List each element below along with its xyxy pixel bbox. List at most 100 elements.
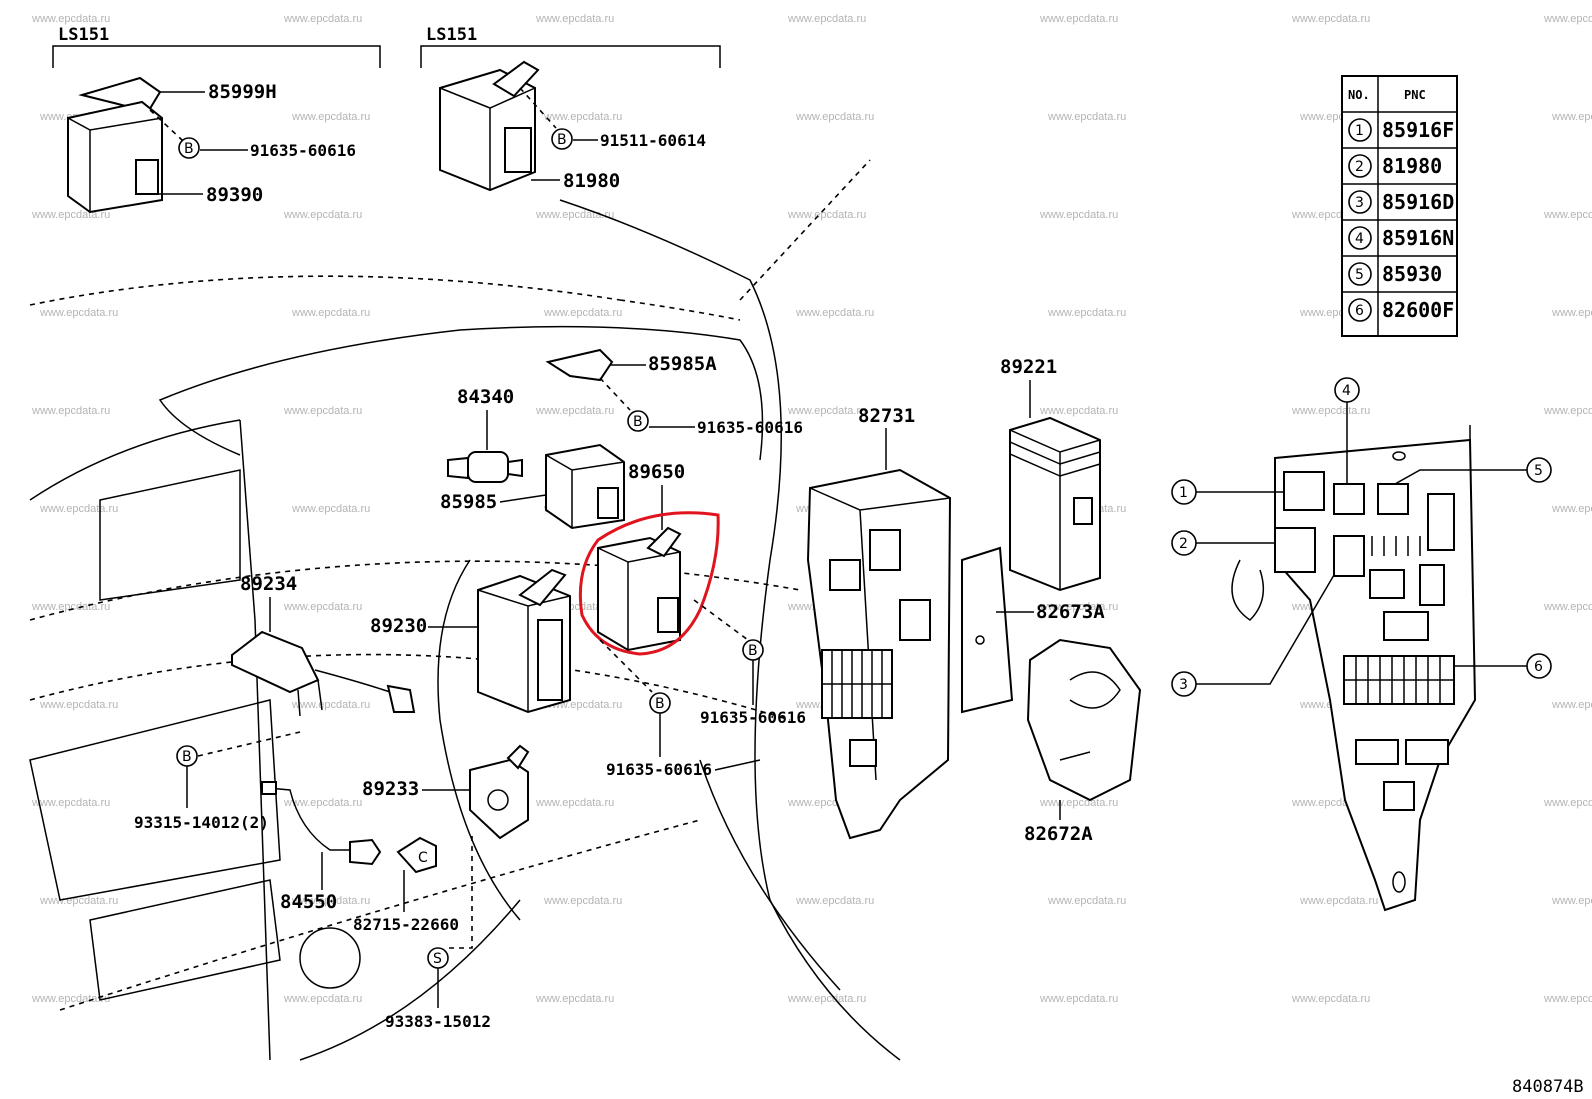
- watermark-text: www.epcdata.ru: [787, 405, 866, 417]
- watermark-text: www.epcdata.ru: [1047, 111, 1126, 123]
- table-header-no: NO.: [1348, 88, 1370, 102]
- watermark-text: www.epcdata.ru: [795, 307, 874, 319]
- watermark-text: www.epcdata.ru: [787, 209, 866, 221]
- svg-text:B: B: [557, 132, 567, 148]
- watermark-text: www.epcdata.ru: [535, 405, 614, 417]
- callout-3-label: 3: [1179, 677, 1188, 693]
- label-89221: 89221: [1000, 356, 1057, 378]
- junction-detail: [1196, 402, 1527, 912]
- callout-6-label: 6: [1534, 659, 1543, 675]
- label-91635-60616-c: 91635-60616: [700, 708, 806, 727]
- label-93315-14012: 93315-14012(2): [134, 813, 269, 832]
- watermark-text: www.epcdata.ru: [1551, 699, 1592, 711]
- table-no-circle: [1348, 190, 1372, 214]
- callout-5-icon: [1526, 457, 1552, 483]
- junction-parts: 82731 89221 82673A 82672A: [806, 356, 1142, 845]
- watermark-text: www.epcdata.ru: [1551, 503, 1592, 515]
- watermark-text: www.epcdata.ru: [31, 797, 110, 809]
- label-89230: 89230: [370, 615, 427, 637]
- watermark-text: www.epcdata.ru: [291, 699, 370, 711]
- watermark-text: www.epcdata.ru: [1039, 797, 1118, 809]
- watermark-text: www.epcdata.ru: [1543, 209, 1592, 221]
- watermark-text: www.epcdata.ru: [1551, 895, 1592, 907]
- watermark-text: www.epcdata.ru: [1039, 405, 1118, 417]
- watermark-text: www.epcdata.ru: [283, 405, 362, 417]
- label-84550: 84550: [280, 891, 337, 913]
- watermark-text: www.epcdata.ru: [1039, 601, 1118, 613]
- watermark-text: www.epcdata.ru: [39, 503, 118, 515]
- table-pnc-1: 85916F: [1382, 118, 1454, 142]
- watermark-text: www.epcdata.ru: [31, 405, 110, 417]
- watermark-text: www.epcdata.ru: [1291, 405, 1370, 417]
- svg-text:B: B: [748, 643, 758, 659]
- label-91635-60616-d: 91635-60616: [606, 760, 712, 779]
- watermark-text: www.epcdata.ru: [283, 797, 362, 809]
- group-label-right: LS151: [426, 25, 477, 45]
- watermark-text: www.epcdata.ru: [1551, 307, 1592, 319]
- watermark-text: www.epcdata.ru: [1039, 209, 1118, 221]
- marker-c-icon: C: [418, 850, 428, 866]
- callout-6-icon: [1526, 653, 1552, 679]
- watermark-text: www.epcdata.ru: [535, 797, 614, 809]
- watermark-text: www.epcdata.ru: [1047, 895, 1126, 907]
- watermark-text: www.epcdata.ru: [787, 993, 866, 1005]
- watermark-text: www.epcdata.ru: [31, 601, 110, 613]
- label-82715-22660: 82715-22660: [353, 915, 459, 934]
- watermark-text: www.epcdata.ru: [1543, 601, 1592, 613]
- watermark-text: www.epcdata.ru: [291, 111, 370, 123]
- table-no-circle: [1348, 226, 1372, 250]
- watermark-text: www.epcdata.ru: [39, 307, 118, 319]
- svg-text:B: B: [655, 696, 665, 712]
- table-pnc-3: 85916D: [1382, 190, 1454, 214]
- callout-3-icon: [1171, 671, 1197, 697]
- callout-4-icon: [1334, 377, 1360, 403]
- marker-b-icon: [627, 410, 649, 432]
- watermark-text: www.epcdata.ru: [1047, 307, 1126, 319]
- label-89234: 89234: [240, 573, 297, 595]
- watermark-text: www.epcdata.ru: [283, 993, 362, 1005]
- table-pnc-6: 82600F: [1382, 298, 1454, 322]
- label-82673A: 82673A: [1036, 601, 1105, 623]
- inset-left: LS151 85999H B 91635-60616 89390: [52, 25, 381, 214]
- label-85985: 85985: [440, 491, 497, 513]
- label-89390: 89390: [206, 184, 263, 206]
- svg-text:B: B: [184, 141, 194, 157]
- marker-b-icon: [551, 128, 573, 150]
- watermark-text: www.epcdata.ru: [1551, 111, 1592, 123]
- highlight-circle: [578, 511, 720, 656]
- label-93383-15012: 93383-15012: [385, 1012, 491, 1031]
- watermark-text: www.epcdata.ru: [291, 503, 370, 515]
- watermark-text: www.epcdata.ru: [1543, 797, 1592, 809]
- watermark-text: www.epcdata.ru: [1291, 13, 1370, 25]
- label-91635-60616-b: 91635-60616: [697, 418, 803, 437]
- table-pnc-2: 81980: [1382, 154, 1442, 178]
- callout-4-label: 4: [1342, 383, 1351, 399]
- table-no-2: 2: [1355, 159, 1364, 175]
- table-pnc-5: 85930: [1382, 262, 1442, 286]
- table-header-pnc: PNC: [1404, 88, 1426, 102]
- label-89650: 89650: [628, 461, 685, 483]
- watermark-text: www.epcdata.ru: [543, 307, 622, 319]
- label-91635-60616-a: 91635-60616: [250, 141, 356, 160]
- watermark-text: www.epcdata.ru: [283, 601, 362, 613]
- label-85999H: 85999H: [208, 81, 277, 103]
- vehicle-outline: [29, 159, 901, 1061]
- label-82731: 82731: [858, 405, 915, 427]
- diagram-reference-code: 840874B: [1512, 1077, 1584, 1097]
- svg-text:S: S: [433, 951, 442, 967]
- group-label-left: LS151: [58, 25, 109, 45]
- watermark-text: www.epcdata.ru: [535, 993, 614, 1005]
- watermark-text: www.epcdata.ru: [1039, 13, 1118, 25]
- table-no-circle: [1348, 298, 1372, 322]
- label-82672A: 82672A: [1024, 823, 1093, 845]
- table-no-circle: [1348, 262, 1372, 286]
- watermark-text: www.epcdata.ru: [1291, 993, 1370, 1005]
- table-no-1: 1: [1355, 123, 1364, 139]
- center-parts: 85985A B 91635-60616 84340 85985 89650 B…: [134, 348, 806, 1031]
- watermark-text: www.epcdata.ru: [795, 111, 874, 123]
- label-81980: 81980: [563, 170, 620, 192]
- svg-text:B: B: [182, 749, 192, 765]
- watermark-text: www.epcdata.ru: [283, 209, 362, 221]
